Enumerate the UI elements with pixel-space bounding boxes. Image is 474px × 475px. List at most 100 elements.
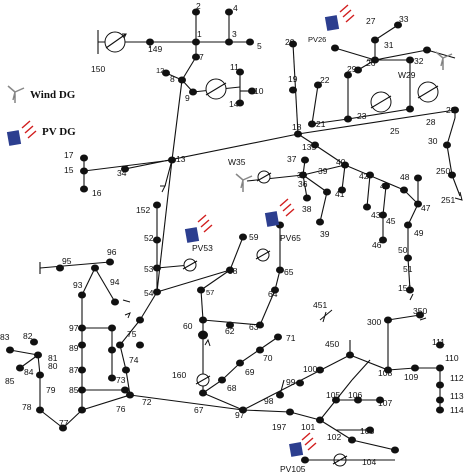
bus-label: 2 (196, 1, 201, 11)
bus-label: 99 (286, 377, 296, 387)
bus-label: 83 (0, 332, 10, 342)
dg-label-pv26: PV26 (308, 35, 326, 44)
dg-label-pv53: PV53 (192, 243, 213, 253)
bus-label: 16 (92, 188, 102, 198)
bus-label: 135 (302, 142, 316, 152)
switch-markers (122, 185, 463, 347)
bus-label: 114 (450, 405, 464, 415)
solar-panel-icon (6, 120, 37, 146)
bus-nodes (6, 8, 459, 464)
bus-label: 70 (263, 353, 273, 363)
dg-label-w35: W35 (228, 157, 246, 167)
bus-label: 79 (46, 385, 56, 395)
bus-label: 451 (313, 300, 327, 310)
bus-label: 43 (371, 210, 381, 220)
bus-label: 84 (24, 367, 34, 377)
w29-turbine-icon (435, 51, 453, 70)
bus-label: 62 (225, 326, 235, 336)
bus-label: 26 (366, 58, 376, 68)
bus-label: 113 (450, 391, 464, 401)
bus-label: 34 (117, 168, 127, 178)
bus-label: 104 (362, 457, 376, 467)
bus-label: 15 (64, 165, 74, 175)
bus-label: 63 (249, 322, 259, 332)
bus-label: 89 (69, 343, 79, 353)
dg-label-pv105: PV105 (280, 464, 306, 474)
legend-pv-label: PV DG (42, 126, 76, 138)
bus-label: 40 (336, 157, 346, 167)
bus-label: 98 (264, 396, 274, 406)
bus-label: 53 (144, 264, 154, 274)
bus-label: 49 (414, 228, 424, 238)
bus-label: 23 (357, 111, 367, 121)
bus-label: 1 (197, 29, 202, 39)
bus-label: 19 (288, 74, 298, 84)
bus-label: 85 (69, 385, 79, 395)
bus-label: 57 (206, 288, 214, 297)
bus-label: 250 (436, 166, 450, 176)
wind-turbine-icon (7, 85, 25, 103)
bus-label: 48 (400, 172, 410, 182)
bus-label: 87 (69, 365, 79, 375)
bus-label: 76 (116, 404, 126, 414)
bus-label: 60 (183, 321, 193, 331)
bus-label: 102 (327, 432, 341, 442)
pv53-icon (184, 214, 213, 243)
bus-label: 54 (144, 288, 154, 298)
bus-label: 65 (284, 267, 294, 277)
bus-label: 8 (170, 74, 175, 84)
bus-label: 107 (378, 398, 392, 408)
bus-label: 97 (235, 410, 245, 420)
bus-label: 300 (367, 317, 381, 327)
bus-label: 9 (185, 93, 190, 103)
bus-label: 25 (390, 126, 400, 136)
bus-label: 21 (316, 119, 326, 129)
bus-label: 18 (292, 122, 302, 132)
bus-label: 80 (48, 361, 58, 371)
bus-label: 39 (318, 166, 328, 176)
bus-label: 5 (257, 41, 262, 51)
bus-label: 152 (136, 205, 150, 215)
dg-label-w29: W29 (398, 70, 416, 80)
bus-label: 108 (378, 368, 392, 378)
bus-label: 112 (450, 373, 464, 383)
bus-label: 36 (298, 179, 308, 189)
bus-label: 106 (348, 390, 362, 400)
bus-label: 33 (399, 14, 409, 24)
bus-label: 35 (297, 170, 307, 180)
bus-label: 3 (232, 29, 237, 39)
feeder-lines (9, 12, 461, 451)
bus-label: 93 (73, 280, 83, 290)
w35-turbine-icon (235, 173, 253, 192)
bus-label: 68 (227, 383, 237, 393)
bus-label: 28 (426, 117, 436, 127)
pv105-icon (289, 432, 317, 457)
bus-label: 72 (142, 397, 152, 407)
bus-label: 160 (172, 370, 186, 380)
bus-label: 67 (194, 405, 204, 415)
bus-label: 52 (144, 233, 154, 243)
bus-label: 30 (428, 136, 438, 146)
bus-label: 37 (287, 154, 297, 164)
bus-label: 75 (127, 329, 137, 339)
legend-wind-label: Wind DG (30, 89, 76, 101)
bus-label: 22 (320, 75, 330, 85)
bus-label: 74 (129, 355, 139, 365)
bus-label: 101 (301, 422, 315, 432)
bus-label: 81 (48, 353, 58, 363)
bus-label: 111 (432, 337, 445, 347)
bus-label: 11 (230, 62, 239, 72)
bus-label: 103 (360, 426, 374, 436)
bus-label: 94 (110, 277, 120, 287)
dg-label-pv65: PV65 (280, 233, 301, 243)
bus-label: 251 (441, 195, 455, 205)
bus-label: 77 (59, 418, 69, 428)
bus-label: 450 (325, 339, 339, 349)
bus-label: 4 (233, 3, 238, 13)
bus-label: 97 (69, 323, 79, 333)
bus-label: 350 (413, 306, 427, 316)
bus-label: 105 (326, 390, 340, 400)
bus-labels: 2 4 1 3 5 149 150 7 12 8 9 11 10 14 20 1… (0, 1, 464, 467)
bus-label: 149 (148, 44, 162, 54)
bus-label: 41 (335, 189, 345, 199)
